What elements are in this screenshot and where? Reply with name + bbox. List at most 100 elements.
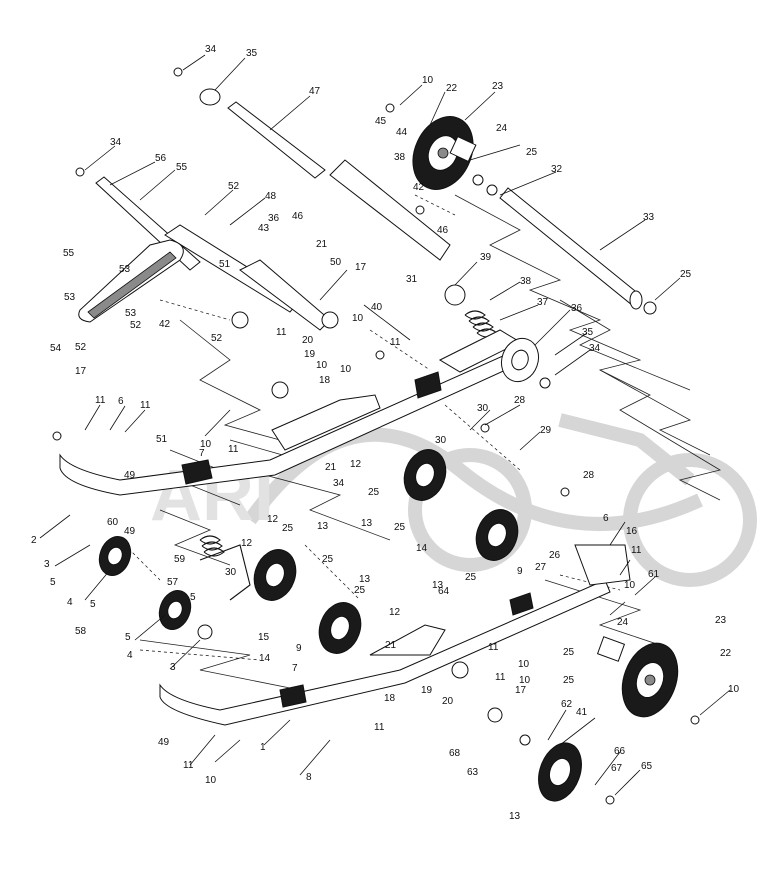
wheel-rear: [538, 742, 582, 802]
callout-label: 46: [437, 225, 449, 236]
callout-label: 53: [119, 264, 131, 275]
callout-label: 10: [205, 775, 217, 786]
callout-label: 4: [67, 597, 73, 608]
rail-wheels: [98, 337, 540, 654]
callout-label: 2: [31, 535, 37, 546]
callout-label: 11: [390, 337, 401, 348]
callout-label: 11: [276, 327, 287, 338]
callout-label: 17: [515, 685, 527, 696]
callout-label: 16: [626, 526, 638, 537]
callout-label: 11: [140, 400, 151, 411]
callout-label: 30: [435, 435, 447, 446]
callout-label: 13: [359, 574, 371, 585]
shafts: [95, 88, 643, 331]
callout-label: 13: [361, 518, 373, 529]
callout-label: 23: [492, 81, 504, 92]
callout-label: 10: [352, 313, 364, 324]
callout-label: 19: [421, 685, 433, 696]
callout-label: 34: [333, 478, 345, 489]
idler-wheel-bottom: [596, 636, 679, 718]
callout-label: 11: [95, 395, 106, 406]
callout-label: 11: [228, 444, 239, 455]
callout-label: 9: [517, 566, 523, 577]
callout-label: 52: [130, 320, 142, 331]
callout-label: 17: [355, 262, 367, 273]
leader-lines: [39, 54, 731, 796]
callout-label: 10: [624, 580, 636, 591]
callout-label: 20: [442, 696, 454, 707]
callout-label: 37: [537, 297, 549, 308]
callout-labels: 34 35 47 10 22 23 45 44 24 34 56 55 38 2…: [31, 44, 740, 822]
callout-label: 24: [617, 617, 629, 628]
callout-label: 10: [518, 659, 530, 670]
callout-label: 40: [371, 302, 383, 313]
callout-label: 11: [374, 722, 385, 733]
callout-label: 46: [292, 211, 304, 222]
watermark-logo: ARI: [150, 413, 757, 587]
callout-label: 3: [44, 559, 50, 570]
callout-label: 9: [296, 643, 302, 654]
callout-label: 56: [155, 153, 167, 164]
callout-label: 43: [258, 223, 270, 234]
callout-label: 34: [110, 137, 122, 148]
callout-label: 25: [563, 647, 575, 658]
callout-label: 53: [64, 292, 76, 303]
callout-label: 12: [350, 459, 362, 470]
callout-label: 68: [449, 748, 461, 759]
callout-label: 44: [396, 127, 408, 138]
callout-label: 38: [394, 152, 406, 163]
callout-label: 11: [183, 760, 194, 771]
callout-label: 30: [477, 403, 489, 414]
callout-label: 66: [614, 746, 626, 757]
callout-label: 20: [302, 335, 314, 346]
callout-label: 13: [432, 580, 444, 591]
callout-label: 23: [715, 615, 727, 626]
callout-label: 11: [488, 642, 499, 653]
callout-label: 14: [259, 653, 271, 664]
callout-label: 10: [519, 675, 531, 686]
callout-label: 25: [394, 522, 406, 533]
callout-label: 13: [317, 521, 329, 532]
callout-label: 62: [561, 699, 573, 710]
springs: [199, 310, 498, 601]
callout-label: 3: [170, 662, 176, 673]
callout-label: 18: [319, 375, 331, 386]
callout-label: 35: [246, 48, 258, 59]
callout-label: 50: [330, 257, 342, 268]
callout-label: 19: [304, 349, 316, 360]
callout-label: 6: [603, 513, 609, 524]
callout-label: 39: [480, 252, 492, 263]
callout-label: 51: [219, 259, 231, 270]
callout-label: 51: [156, 434, 168, 445]
callout-label: 25: [526, 147, 538, 158]
callout-label: 22: [446, 83, 458, 94]
callout-label: 4: [127, 650, 133, 661]
callout-label: 17: [75, 366, 87, 377]
callout-label: 48: [265, 191, 277, 202]
callout-label: 53: [125, 308, 137, 319]
callout-label: 5: [90, 599, 96, 610]
callout-label: 25: [465, 572, 477, 583]
torque-arm: [78, 239, 184, 323]
callout-label: 10: [200, 439, 212, 450]
callout-label: 11: [631, 545, 642, 556]
callout-label: 12: [389, 607, 401, 618]
callout-label: 21: [316, 239, 328, 250]
idler-wheel-top: [412, 116, 477, 190]
callout-label: 25: [322, 554, 334, 565]
callout-label: 59: [174, 554, 186, 565]
callout-label: 49: [124, 470, 136, 481]
callout-label: 11: [495, 672, 506, 683]
callout-label: 35: [582, 327, 594, 338]
callout-label: 41: [576, 707, 588, 718]
callout-label: 33: [643, 212, 655, 223]
callout-label: 1: [260, 742, 266, 753]
callout-label: 61: [648, 569, 660, 580]
callout-label: 25: [282, 523, 294, 534]
callout-label: 10: [728, 684, 740, 695]
callout-label: 60: [107, 517, 119, 528]
callout-label: 25: [354, 585, 366, 596]
callout-label: 8: [306, 772, 312, 783]
callout-label: 42: [413, 182, 425, 193]
